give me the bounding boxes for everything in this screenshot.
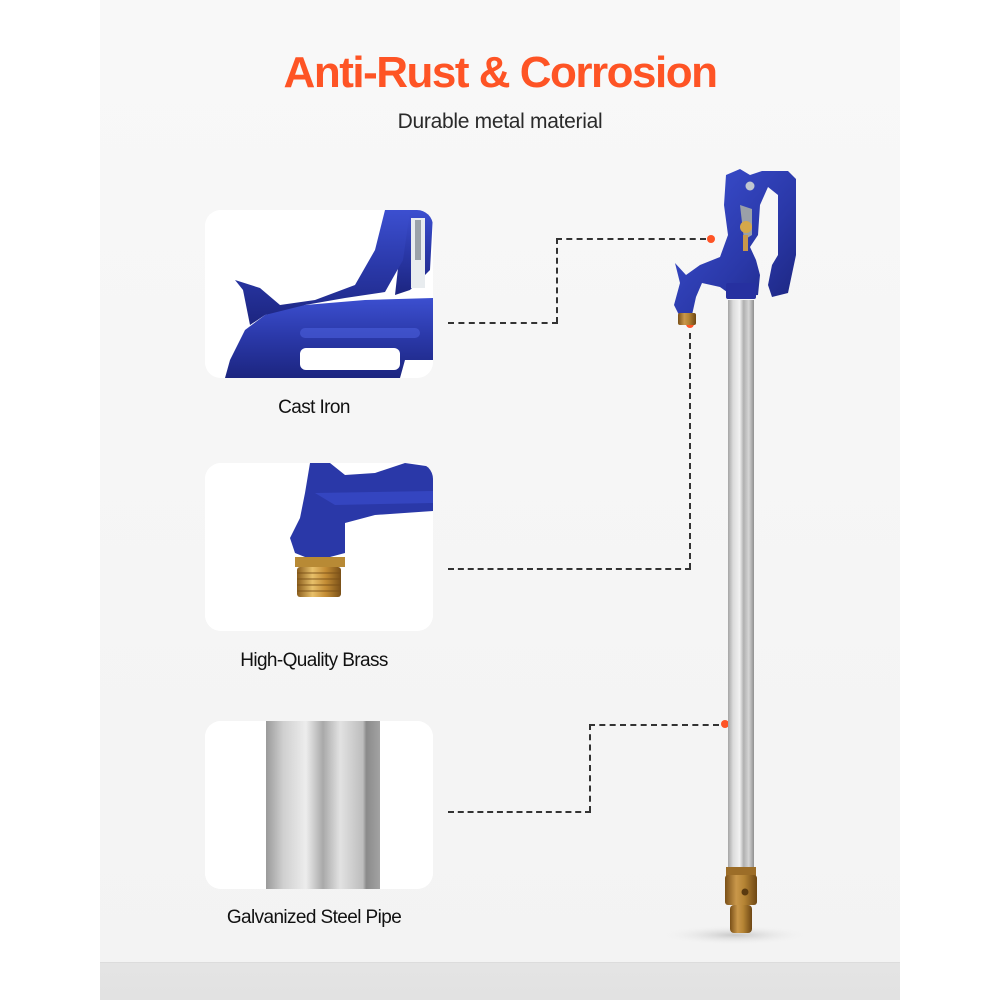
- feature-card-cast-iron: [205, 210, 433, 378]
- connector-line-brass: [689, 333, 691, 569]
- feature-card-steel-pipe: [205, 721, 433, 889]
- connector-line-brass: [448, 568, 691, 570]
- page-title: Anti-Rust & Corrosion: [283, 48, 718, 97]
- hydrant-product-image: [660, 169, 810, 945]
- page-subtitle: Durable metal material: [397, 110, 603, 133]
- connector-line-cast-iron: [556, 238, 558, 323]
- connector-line-cast-iron: [556, 238, 706, 240]
- brass-image: [205, 463, 433, 631]
- connector-line-steel-pipe: [448, 811, 591, 813]
- feature-label-brass: High-Quality Brass: [240, 650, 388, 671]
- connector-line-steel-pipe: [589, 724, 719, 726]
- connector-line-steel-pipe: [589, 724, 591, 812]
- callout-dot-cast-iron: [707, 235, 715, 243]
- infographic-canvas: Anti-Rust & Corrosion Durable metal mate…: [100, 0, 900, 1000]
- feature-card-brass: [205, 463, 433, 631]
- connector-line-cast-iron: [448, 322, 558, 324]
- cast-iron-image: [205, 210, 433, 378]
- steel-pipe-image: [205, 721, 433, 889]
- floor-edge: [100, 962, 900, 963]
- callout-dot-steel-pipe: [721, 720, 729, 728]
- feature-label-steel-pipe: Galvanized Steel Pipe: [226, 907, 402, 928]
- feature-label-cast-iron: Cast Iron: [278, 397, 350, 418]
